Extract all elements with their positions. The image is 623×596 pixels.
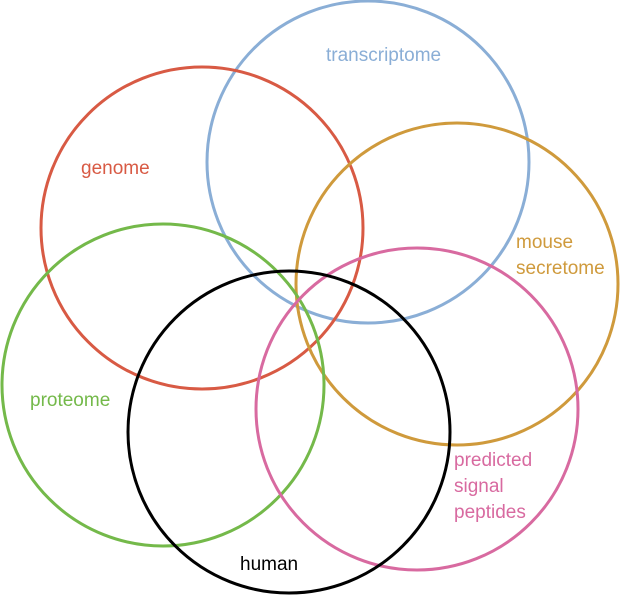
circle-genome [39,65,365,391]
label-line: mouse [516,232,573,253]
label-line: predicted [454,450,532,471]
label-line: transcriptome [326,45,441,66]
label-line: peptides [454,502,526,523]
label-line: secretome [516,258,605,279]
label-line: signal [454,476,504,497]
label-line: human [240,554,298,575]
label-predicted-signal-peptides: predicted signal peptides [454,450,537,523]
label-human: human [240,554,298,575]
circle-transcriptome [205,0,531,325]
label-line: genome [81,158,150,179]
label-proteome: proteome [30,390,110,411]
circle-mouse-secretome [294,121,620,447]
label-genome: genome [81,158,150,179]
circle-proteome [0,222,326,548]
label-line: proteome [30,390,110,411]
label-mouse-secretome: mouse secretome [516,232,605,279]
set-labels: transcriptome genome mouse secretome pro… [30,45,605,575]
circle-human [126,269,452,595]
circle-predicted-signal-peptides [254,246,580,572]
label-transcriptome: transcriptome [326,45,441,66]
